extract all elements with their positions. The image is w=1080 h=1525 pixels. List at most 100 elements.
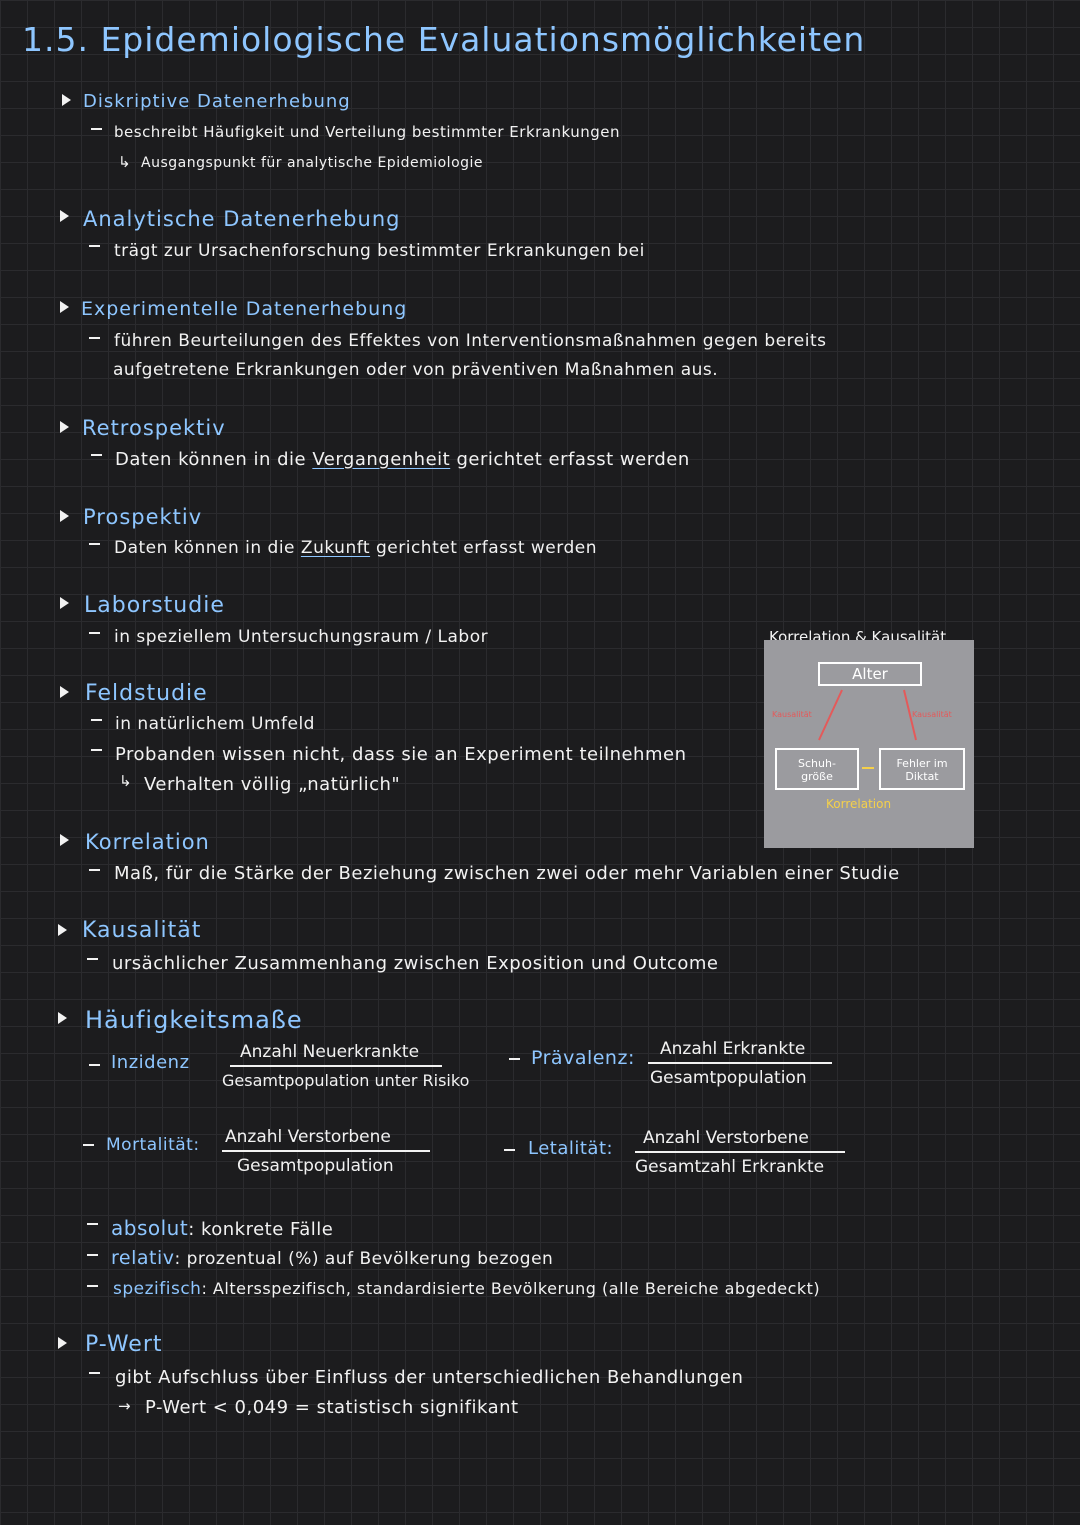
underlined-word: Vergangenheit <box>312 449 451 470</box>
node-text: Fehler im <box>896 757 948 770</box>
numerator: Anzahl Erkrankte <box>660 1039 806 1059</box>
dash-icon <box>89 1372 100 1374</box>
bullet-icon <box>60 510 69 522</box>
dash-icon <box>87 1285 98 1287</box>
dash-icon <box>83 1144 94 1146</box>
diagram-node-alter: Alter <box>818 662 922 686</box>
fraction-bar <box>635 1151 845 1153</box>
type-line: spezifisch: Altersspezifisch, standardis… <box>113 1279 820 1299</box>
bullet-icon <box>60 301 69 313</box>
node-text: größe <box>801 770 833 783</box>
heading-experimentelle: Experimentelle Datenerhebung <box>81 298 408 320</box>
heading-laborstudie: Laborstudie <box>84 593 225 618</box>
text-line: ursächlicher Zusammenhang zwischen Expos… <box>112 953 719 974</box>
dash-icon <box>87 958 98 960</box>
text-line: beschreibt Häufigkeit und Verteilung bes… <box>114 123 620 141</box>
dash-icon <box>87 1254 98 1256</box>
heading-retrospektiv: Retrospektiv <box>82 416 226 440</box>
dash-icon <box>87 1223 98 1225</box>
heading-prospektiv: Prospektiv <box>83 505 203 529</box>
type-line: absolut: konkrete Fälle <box>111 1216 333 1240</box>
underlined-word: Zukunft <box>300 538 371 558</box>
diagram-connectors <box>818 689 917 769</box>
dash-icon <box>89 337 100 339</box>
numerator: Anzahl Neuerkrankte <box>240 1042 420 1062</box>
dash-icon <box>91 128 102 130</box>
page-title: 1.5. Epidemiologische Evaluationsmöglich… <box>22 20 866 59</box>
bullet-icon <box>58 924 67 936</box>
dash-icon <box>89 869 100 871</box>
text-line: aufgetretene Erkrankungen oder von präve… <box>113 360 719 380</box>
text-line: Daten können in die Vergangenheit gerich… <box>115 449 690 470</box>
type-line: relativ: prozentual (%) auf Bevölkerung … <box>111 1247 553 1269</box>
label-letalitaet: Letalität: <box>528 1138 614 1159</box>
dash-icon <box>89 632 100 634</box>
numerator: Anzahl Verstorbene <box>225 1127 391 1147</box>
connector-line <box>903 689 917 741</box>
bullet-icon <box>60 834 69 846</box>
label-praevalenz: Prävalenz: <box>531 1047 635 1069</box>
dash-icon <box>89 543 100 545</box>
fraction-bar <box>230 1065 442 1067</box>
type-label: spezifisch <box>113 1279 202 1299</box>
text-line: trägt zur Ursachenforschung bestimmter E… <box>114 241 645 261</box>
heading-feldstudie: Feldstudie <box>85 681 208 706</box>
fraction-bar <box>648 1062 832 1064</box>
correlation-diagram: Alter Kausalität Kausalität Schuh- größe… <box>764 640 974 848</box>
text-line: Verhalten völlig „natürlich" <box>144 774 401 795</box>
bullet-icon <box>62 94 71 106</box>
text-segment: gerichtet erfasst werden <box>370 538 597 558</box>
heading-haeufigkeitsmasse: Häufigkeitsmaße <box>85 1006 303 1034</box>
denominator: Gesamtpopulation unter Risiko <box>222 1071 470 1090</box>
denominator: Gesamtpopulation <box>237 1156 394 1176</box>
heading-analytische: Analytische Datenerhebung <box>83 207 401 231</box>
text-line: Daten können in die Zukunft gerichtet er… <box>114 538 597 558</box>
text-line: Probanden wissen nicht, dass sie an Expe… <box>115 744 687 765</box>
dash-icon <box>89 1064 100 1066</box>
text-segment: gerichtet erfasst werden <box>450 449 690 470</box>
formula-mortalitaet: Anzahl Verstorbene Gesamtpopulation <box>222 1127 430 1176</box>
heading-korrelation: Korrelation <box>85 830 210 854</box>
dash-icon <box>91 719 102 721</box>
node-text: Diktat <box>905 770 939 783</box>
text-segment: Daten können in die <box>114 538 301 558</box>
denominator: Gesamtpopulation <box>650 1068 807 1088</box>
arrow-icon: ↳ <box>119 772 132 790</box>
text-line: führen Beurteilungen des Effektes von In… <box>114 331 827 351</box>
dash-icon <box>504 1149 515 1151</box>
diagram-node-fehler-diktat: Fehler im Diktat <box>879 748 965 790</box>
text-line: in natürlichem Umfeld <box>115 714 315 734</box>
formula-inzidenz: Anzahl Neuerkrankte Gesamtpopulation unt… <box>222 1042 484 1090</box>
bullet-icon <box>60 421 69 433</box>
diagram-link-label: Kausalität <box>912 710 952 719</box>
bullet-icon <box>60 597 69 609</box>
dash-icon <box>509 1058 520 1060</box>
text-line: gibt Aufschluss über Einfluss der unters… <box>115 1367 744 1388</box>
text-segment: Daten können in die <box>115 449 313 470</box>
type-label: absolut <box>111 1216 189 1240</box>
label-inzidenz: Inzidenz <box>111 1052 190 1073</box>
diagram-link-label: Kausalität <box>772 710 812 719</box>
text-line: Maß, für die Stärke der Beziehung zwisch… <box>114 863 900 884</box>
formula-praevalenz: Anzahl Erkrankte Gesamtpopulation <box>648 1039 832 1088</box>
type-label: relativ <box>111 1247 175 1269</box>
dash-icon <box>91 749 102 751</box>
heading-kausalitaet: Kausalität <box>82 918 202 943</box>
formula-letalitaet: Anzahl Verstorbene Gesamtzahl Erkrankte <box>635 1128 845 1177</box>
connector-line <box>818 689 843 741</box>
heading-p-wert: P-Wert <box>85 1332 163 1357</box>
label-mortalitaet: Mortalität: <box>106 1135 200 1155</box>
type-text: : prozentual (%) auf Bevölkerung bezogen <box>174 1249 554 1269</box>
text-line: P-Wert < 0,049 = statistisch signifikant <box>145 1397 519 1418</box>
bullet-icon <box>60 210 69 222</box>
numerator: Anzahl Verstorbene <box>643 1128 809 1148</box>
bullet-icon <box>60 686 69 698</box>
bullet-icon <box>58 1012 67 1024</box>
arrow-icon: → <box>118 1397 131 1415</box>
heading-diskriptive: Diskriptive Datenerhebung <box>83 91 351 112</box>
fraction-bar <box>222 1150 430 1152</box>
node-text: Schuh- <box>798 757 836 770</box>
arrow-icon: ↳ <box>118 153 131 171</box>
type-text: : Altersspezifisch, standardisierte Bevö… <box>201 1279 821 1298</box>
bullet-icon <box>58 1337 67 1349</box>
